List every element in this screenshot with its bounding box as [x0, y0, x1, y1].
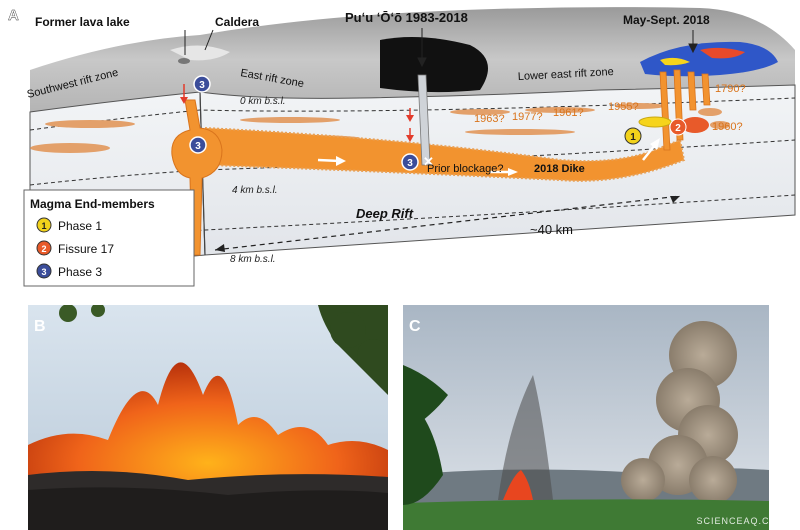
legend-item-phase1: 1 Phase 1	[36, 217, 102, 233]
lower-east-rift-flows	[640, 41, 778, 77]
foliage	[318, 305, 388, 395]
label-prior-blockage: Prior blockage?	[427, 163, 503, 175]
label-puu-oo: Puʻu ʻŌʻō 1983-2018	[345, 10, 468, 25]
palm-tree	[403, 365, 448, 505]
marker-3-summit: 3	[193, 75, 211, 93]
label-depth-8: 8 km b.s.l.	[230, 254, 276, 265]
panel-c-letter: C	[409, 318, 421, 335]
dike-2018	[203, 126, 686, 182]
label-depth-4: 4 km b.s.l.	[232, 185, 278, 196]
svg-text:2: 2	[41, 244, 46, 254]
puu-oo-flow-field	[380, 36, 488, 93]
puu-oo-conduit	[417, 74, 431, 166]
lava-jet	[503, 470, 533, 500]
flow-arrows	[317, 138, 660, 176]
red-arrows	[180, 84, 414, 142]
watermark: SCIENCEAQ.COM	[696, 516, 786, 526]
svg-text:Phase 1: Phase 1	[58, 219, 102, 233]
year-label: 1961?	[553, 107, 584, 119]
summit-reservoir	[171, 99, 223, 256]
blockage-mark: ✕	[423, 154, 434, 169]
label-deep-rift: Deep Rift	[356, 206, 414, 221]
phase1-reservoir	[638, 116, 672, 128]
tephra-spray	[498, 375, 553, 500]
svg-text:3: 3	[41, 267, 46, 277]
panel-b-photo: B	[28, 305, 388, 530]
ash-plume	[621, 321, 738, 504]
label-depth-0: 0 km b.s.l.	[240, 96, 286, 107]
legend: Magma End-members 1 Phase 1 2 Fissure 17…	[23, 189, 195, 287]
marker-2: 2	[669, 118, 687, 136]
marker-3-blockage: 3	[401, 153, 419, 171]
distance-arrow	[214, 195, 681, 251]
fissure17-reservoir	[681, 117, 709, 133]
svg-text:Phase 3: Phase 3	[58, 265, 102, 279]
svg-text:Fissure 17: Fissure 17	[58, 242, 114, 256]
label-caldera: Caldera	[215, 15, 259, 29]
former-lava-lake-pit	[178, 58, 190, 64]
label-lower-east-rift: Lower east rift zone	[518, 66, 614, 83]
legend-item-fissure17: 2 Fissure 17	[36, 240, 114, 256]
steam-explosion-photo: C	[403, 305, 769, 530]
year-label: 1963?	[474, 113, 505, 125]
grass-foreground	[403, 499, 769, 530]
year-label: 1960?	[712, 121, 743, 133]
svg-text:3: 3	[407, 158, 413, 169]
label-may-sept-2018: May-Sept. 2018	[623, 13, 710, 27]
svg-text:2: 2	[675, 123, 681, 134]
panel-c-photo: C	[403, 305, 769, 530]
legend-item-phase3: 3 Phase 3	[36, 263, 102, 279]
year-label: 1790?	[715, 83, 746, 95]
year-label: 1955?	[608, 101, 639, 113]
panel-a-diagram: ✕ 3 3 3 1 2 A Former lava lake Caldera P…	[8, 7, 796, 287]
svg-text:3: 3	[195, 141, 201, 152]
label-distance: ~40 km	[530, 222, 573, 237]
svg-text:1: 1	[41, 221, 46, 231]
marker-3-reservoir: 3	[189, 136, 207, 154]
svg-text:1: 1	[630, 132, 636, 143]
marker-1: 1	[624, 127, 642, 145]
rift-cross-section: ✕ 3 3 3 1 2 A Former lava lake Caldera P…	[8, 7, 796, 287]
label-2018-dike: 2018 Dike	[534, 163, 585, 175]
svg-text:3: 3	[199, 80, 205, 91]
lava-fountain-photo: B	[28, 305, 388, 530]
panel-a-letter: A	[8, 7, 19, 24]
legend-title: Magma End-members	[30, 197, 155, 211]
label-former-lava-lake: Former lava lake	[35, 15, 130, 29]
panel-b-letter: B	[34, 318, 46, 335]
year-label: 1977?	[512, 111, 543, 123]
